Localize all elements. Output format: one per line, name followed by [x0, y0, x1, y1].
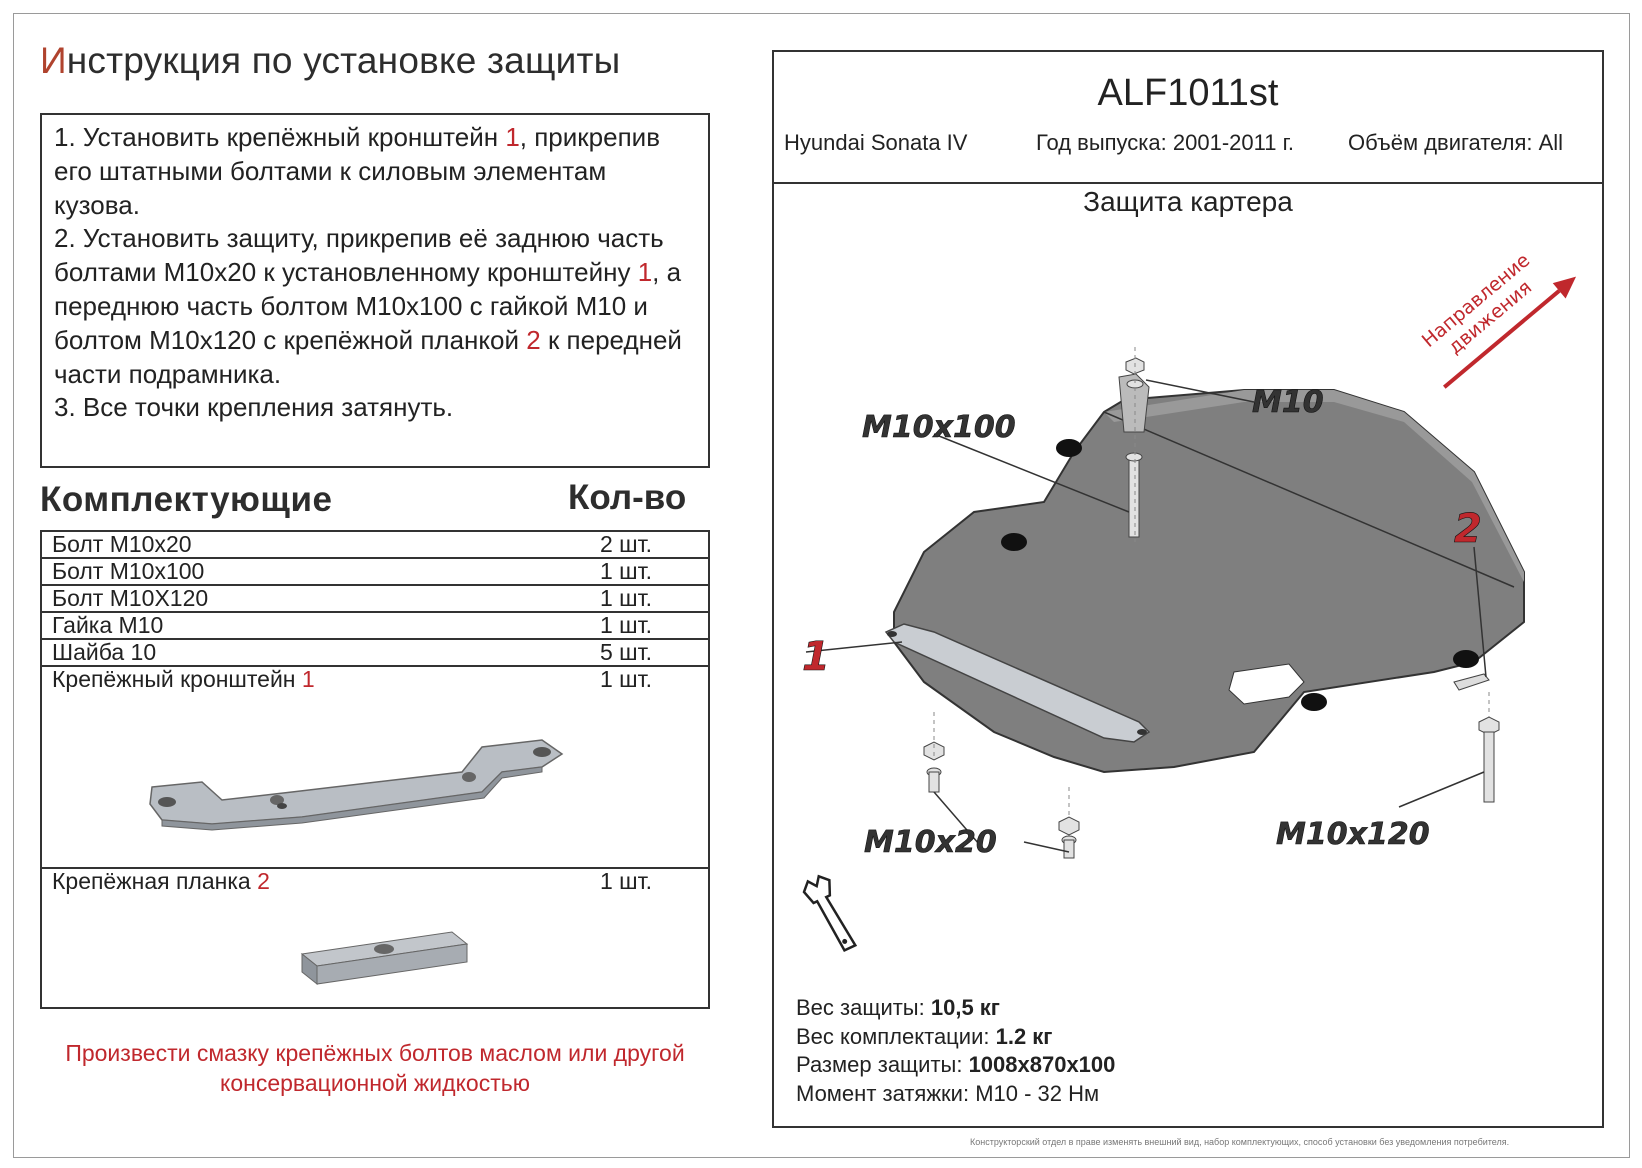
- lubrication-note: Произвести смазку крепёжных болтов масло…: [65, 1040, 685, 1096]
- instructions-box: 1. Установить крепёжный кронштейн 1, при…: [40, 113, 710, 468]
- instruction-step-1: 1. Установить крепёжный кронштейн 1, при…: [54, 122, 661, 220]
- production-years: Год выпуска: 2001-2011 г.: [1036, 130, 1295, 155]
- parts-header: Комплектующие: [40, 480, 333, 519]
- leader-lines: [805, 379, 1487, 853]
- instruction-step-2: 2. Установить защиту, прикрепив её задню…: [54, 223, 682, 389]
- specs: Вес защиты: 10,5 кг Вес комплектации: 1.…: [796, 994, 1115, 1108]
- assembly-diagram: Направление движения: [802, 249, 1577, 952]
- spec-kit-weight: Вес комплектации: 1.2 кг: [796, 1023, 1053, 1049]
- hardware: [923, 357, 1500, 859]
- car-model: Hyundai Sonata IV: [784, 130, 968, 155]
- footer-disclaimer: Конструкторский отдел в праве изменять в…: [970, 1137, 1510, 1147]
- qty-header: Кол-во: [568, 478, 687, 517]
- label-part-2: 2: [1454, 506, 1482, 552]
- table-row: Крепёжная планка 2 1 шт.: [40, 867, 710, 1009]
- sheet-border: [13, 13, 1630, 1158]
- model-code: ALF1011st: [1097, 72, 1279, 114]
- label-m10x120: M10x120: [1276, 817, 1430, 852]
- page-title: Инструкция по установке защиты: [40, 40, 621, 81]
- label-m10x20: M10x20: [864, 825, 997, 860]
- plate-image: [52, 894, 600, 1004]
- bracket-image: [52, 692, 600, 862]
- table-row: Крепёжный кронштейн 1 1 шт.: [40, 665, 710, 869]
- engine-volume: Объём двигателя: All: [1348, 130, 1564, 155]
- product-panel: ALF1011st Hyundai Sonata IV Год выпуска:…: [772, 50, 1604, 1128]
- spec-weight: Вес защиты: 10,5 кг: [796, 995, 1000, 1020]
- part-title: Защита картера: [1083, 186, 1293, 217]
- direction-indicator: Направление движения: [1418, 249, 1577, 389]
- instruction-step-3: 3. Все точки крепления затянуть.: [54, 392, 454, 423]
- spec-torque: Момент затяжки: М10 - 32 Нм: [796, 1080, 1100, 1106]
- label-part-1: 1: [802, 634, 830, 680]
- wrench-icon: [802, 874, 858, 952]
- spec-size: Размер защиты: 1008x870x100: [796, 1052, 1116, 1077]
- skid-plate: [884, 373, 1525, 774]
- guide-lines: [933, 347, 1490, 817]
- label-m10x100: M10x100: [862, 410, 1016, 445]
- divider: [774, 182, 1602, 184]
- label-m10: M10: [1252, 385, 1324, 420]
- hardware-labels: M10x100 M10 2 1 M10x20 M10x120: [802, 385, 1482, 861]
